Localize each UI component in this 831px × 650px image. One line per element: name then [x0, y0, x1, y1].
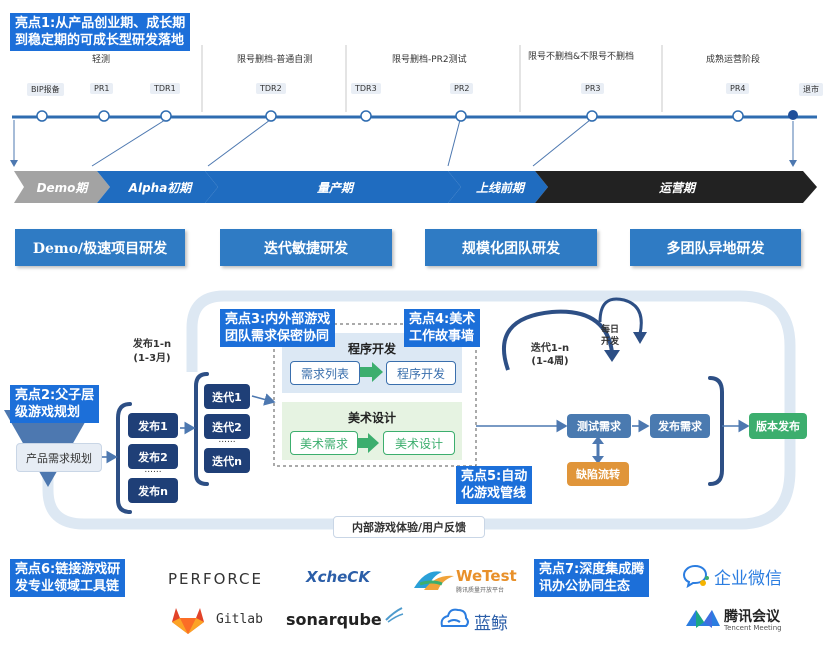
milestone-label: TDR3	[351, 83, 381, 94]
sonarqube-logo: sonarqube	[286, 610, 382, 629]
milestone-label: PR3	[581, 83, 605, 94]
daily-label: 每日 开发	[600, 325, 619, 347]
release-node: 发布n	[128, 478, 178, 503]
phase-demo	[14, 171, 110, 203]
iteration-loop	[502, 309, 614, 371]
feedback-label: 内部游戏体验/用户反馈	[333, 516, 485, 538]
timeline-connectors	[10, 119, 797, 167]
end-node	[788, 110, 798, 120]
timeline-nodes	[36, 110, 744, 122]
mode-bar-agile: 迭代敏捷研发	[220, 229, 392, 266]
release-cycle-label: 发布1-n (1-3月)	[132, 339, 172, 364]
sonar-wave-icon	[385, 607, 404, 623]
milestone-label: TDR2	[256, 83, 286, 94]
phase-label: 上线前期	[475, 181, 524, 195]
meeting-logo	[684, 606, 722, 636]
xcheck-logo: XcheCK	[306, 568, 370, 586]
wetest-subtitle: 腾讯质量开放平台	[456, 587, 505, 594]
highlight-1: 亮点1:从产品创业期、成长期到稳定期的可成长型研发落地	[10, 13, 191, 51]
green-arrows	[356, 362, 383, 453]
iteration-node: 迭代2	[204, 414, 250, 439]
highlight-4: 亮点4:美术工作故事墙	[404, 309, 481, 347]
highlight-3: 亮点3:内外部游戏团队需求保密协同	[220, 309, 336, 347]
test-req-node: 测试需求	[567, 414, 631, 438]
phase-chevrons	[14, 171, 817, 203]
mode-bar-scale: 规模化团队研发	[425, 229, 597, 266]
outer-loop	[42, 290, 796, 530]
phase-prelaunch	[448, 171, 548, 203]
release-node: 发布1	[128, 413, 178, 438]
mode-bar-demo: Demo/极速项目研发	[15, 229, 185, 266]
mode-bar-multi: 多团队异地研发	[630, 229, 801, 266]
iteration-cycle-label: 迭代1-n (1-4周)	[530, 343, 570, 367]
perforce-logo: PERFORCE	[168, 570, 264, 588]
section-label: 限号不删档&不限号不删档	[528, 52, 635, 62]
gitlab-logo	[168, 604, 208, 640]
release-req-node: 发布需求	[650, 414, 710, 438]
phase-label: 运营期	[658, 181, 695, 195]
iteration-node: 迭代n	[204, 448, 250, 473]
milestone-node	[586, 110, 598, 122]
wetest-icon	[414, 571, 454, 590]
milestone-label: PR1	[90, 83, 114, 94]
brackets	[116, 372, 724, 514]
art-design-node: 美术设计	[383, 431, 455, 455]
milestone-node	[98, 110, 110, 122]
end-label: 退市	[799, 83, 823, 96]
iteration-node: 迭代1	[204, 384, 250, 409]
milestone-node	[732, 110, 744, 122]
product-plan-node: 产品需求规划	[16, 443, 102, 472]
lanjing-name: 蓝鲸	[474, 614, 508, 634]
section-label: 轻测	[92, 55, 111, 65]
wecom-name: 企业微信	[714, 569, 782, 589]
lanjing-icon	[440, 608, 469, 627]
milestone-label: BIP报备	[27, 83, 64, 96]
section-label: 限号删档-PR2测试	[392, 55, 467, 65]
version-release-node: 版本发布	[749, 413, 807, 439]
section-label: 成熟运营阶段	[706, 55, 761, 65]
highlight-7: 亮点7:深度集成腾讯办公协同生态	[534, 559, 650, 597]
phase-label: Alpha初期	[128, 181, 192, 195]
section-dividers	[201, 45, 663, 112]
release-node: 发布2	[128, 444, 178, 469]
wetest-logo	[412, 566, 456, 596]
milestone-node	[36, 110, 48, 122]
phase-label: Demo期	[36, 181, 88, 195]
milestone-label: TDR1	[150, 83, 180, 94]
phase-alpha	[97, 171, 218, 203]
wetest-name: WeTest	[456, 567, 517, 585]
phase-label: 量产期	[316, 181, 353, 195]
highlight-5: 亮点5:自动化游戏管线	[456, 466, 533, 504]
art-req-node: 美术需求	[290, 431, 358, 455]
milestone-node	[265, 110, 277, 122]
milestone-node	[160, 110, 172, 122]
section-label: 限号删档-普通自测	[237, 55, 313, 65]
dev-title: 程序开发	[347, 342, 396, 356]
highlight-6: 亮点6:链接游戏研发专业领域工具链	[10, 559, 126, 597]
phase-operation	[535, 171, 817, 203]
milestone-node	[360, 110, 372, 122]
highlight-2: 亮点2:父子层级游戏规划	[10, 385, 100, 423]
prog-dev-node: 程序开发	[386, 361, 456, 385]
secure-zone	[273, 323, 477, 467]
wecom-icon	[682, 564, 709, 589]
milestone-label: PR4	[726, 83, 750, 94]
milestone-node	[455, 110, 467, 122]
gitlab-name: Gitlab	[216, 612, 263, 627]
milestone-label: PR2	[450, 83, 474, 94]
meeting-subtitle: Tencent Meeting	[724, 624, 782, 632]
wecom-logo	[682, 563, 710, 593]
lanjing-logo	[438, 606, 470, 638]
meeting-name: 腾讯会议	[724, 609, 780, 625]
iteration-ellipsis: ......	[218, 435, 236, 445]
daily-loop	[598, 297, 643, 335]
defect-node: 缺陷流转	[567, 462, 629, 486]
art-title: 美术设计	[347, 411, 396, 425]
flow-arrows	[100, 393, 750, 464]
req-list-node: 需求列表	[290, 361, 360, 385]
gitlab-icon	[172, 608, 204, 634]
phase-mass	[205, 171, 461, 203]
release-ellipsis: ......	[144, 465, 162, 475]
meeting-icon	[686, 610, 720, 628]
